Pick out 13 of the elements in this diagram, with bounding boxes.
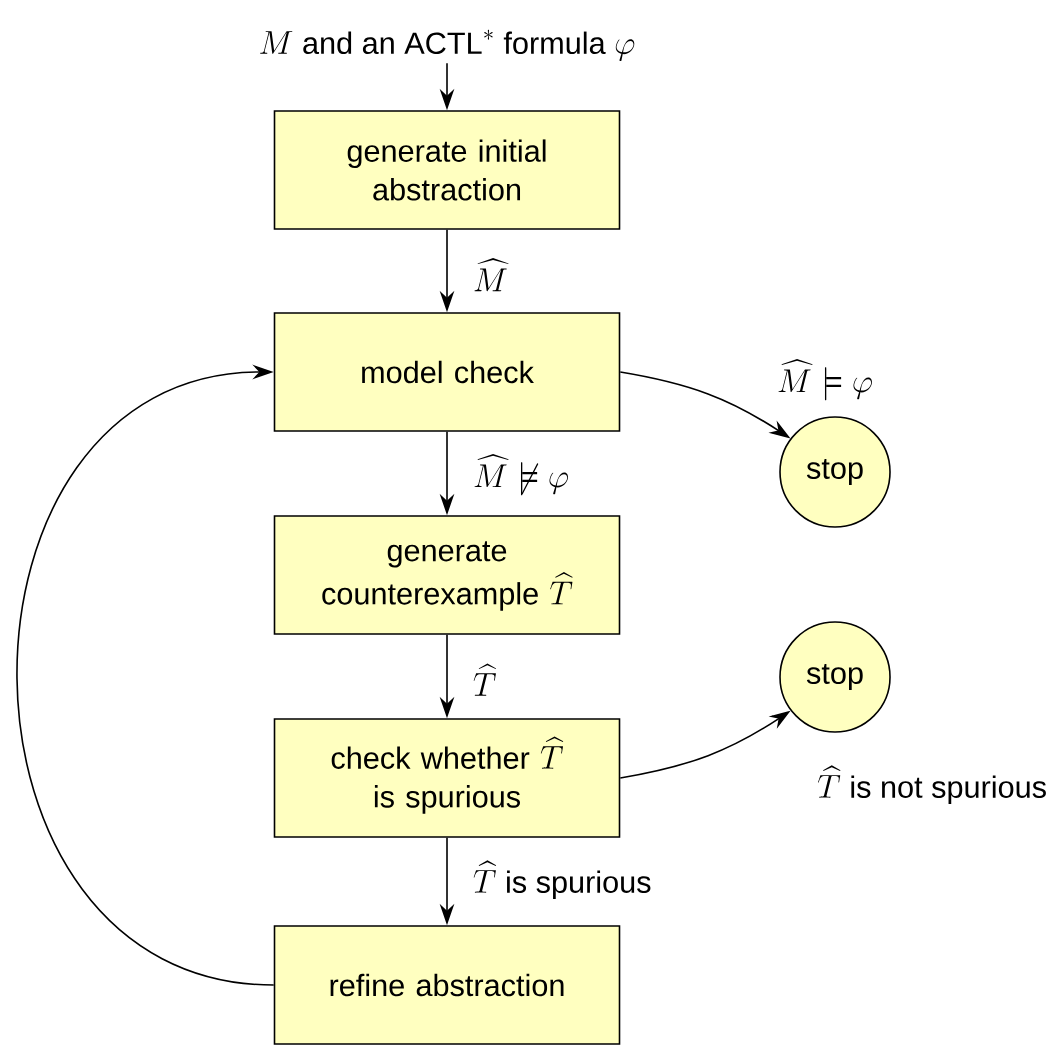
process-box: model check: [273, 312, 621, 432]
edge-label: $\widehat{M} \models \varphi$: [774, 356, 876, 404]
arrow: [16, 364, 275, 986]
edge-label: $\widehat{M} \not\models \varphi$: [470, 451, 572, 499]
edge-label: $\widehat{T} \text{ is spurious}$: [470, 858, 655, 902]
edge-label: $\widehat{M}$: [470, 256, 511, 294]
process-box: $\begin{array}{c}\text{check whether } \widehat{T}\\ \text{is spurious}\end{array}$: [273, 718, 621, 838]
edge-label: $\widehat{T}$: [470, 661, 500, 699]
process-box: generate initial abstraction: [273, 110, 621, 230]
process-box: $\begin{array}{c}\text{generate}\\ \text{counterexample } \widehat{T}\end{array}$: [273, 515, 621, 635]
edge-label: $\widehat{T} \text{ is not spurious}$: [814, 763, 1050, 807]
process-box: refine abstraction: [273, 925, 621, 1045]
input-text: $M \text{ and an ACTL}^{*} \text{ formula } \varphi$: [260, 29, 635, 61]
